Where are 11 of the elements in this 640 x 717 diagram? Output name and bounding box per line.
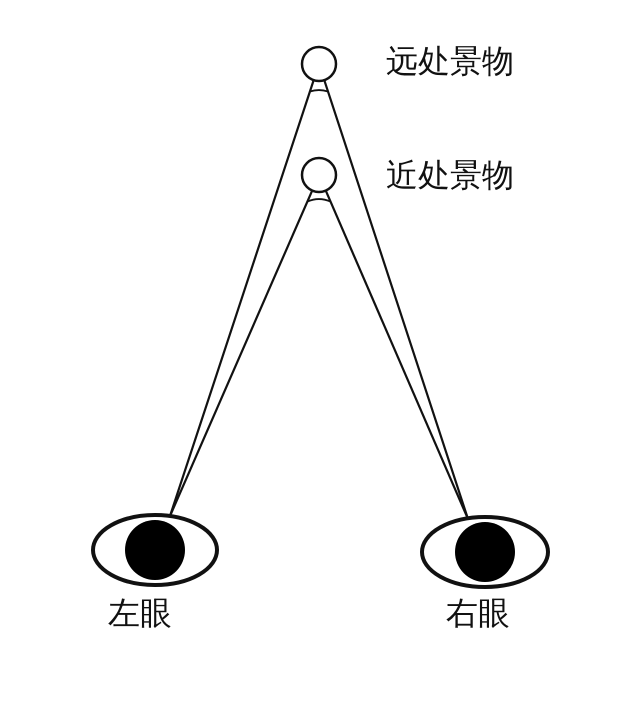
sight-line	[169, 190, 314, 516]
object-circle	[299, 155, 339, 195]
eye-drawing	[419, 514, 551, 590]
eye-label: 左眼	[108, 596, 172, 632]
eye-label: 右眼	[446, 596, 510, 632]
object-label: 近处景物	[386, 158, 514, 194]
sight-line	[168, 80, 315, 516]
eye-drawing	[90, 512, 220, 588]
sight-line	[324, 190, 469, 520]
object-circle	[299, 44, 339, 84]
object-label: 远处景物	[386, 44, 514, 80]
